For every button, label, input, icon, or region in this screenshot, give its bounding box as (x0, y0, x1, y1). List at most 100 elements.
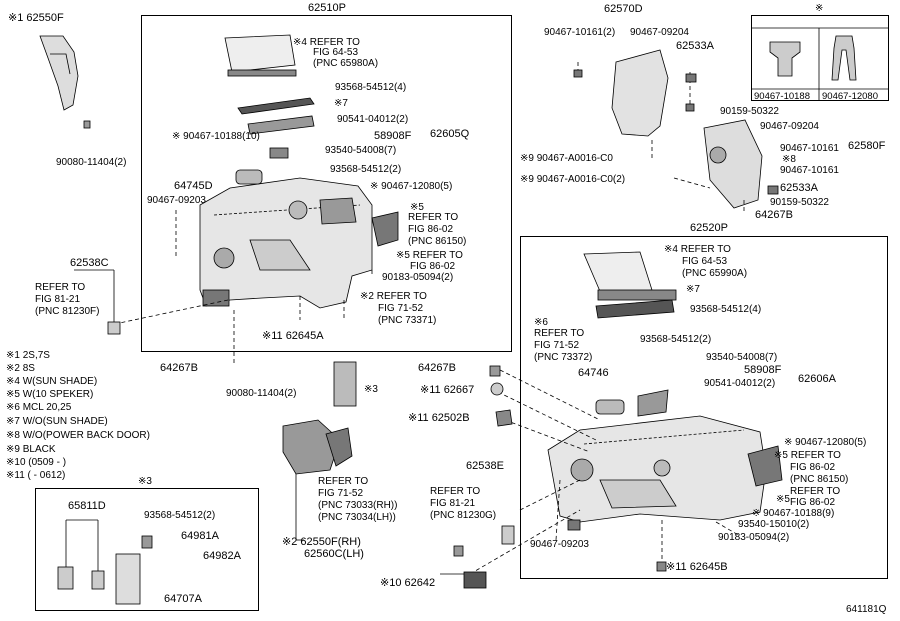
part-64707A: 64707A (164, 593, 202, 605)
part-62645A: ※11 62645A (262, 330, 324, 342)
part-62606A: 62606A (798, 373, 836, 385)
part-90467-12080-5b: ※ 90467-12080(5) (784, 437, 867, 448)
ref-7152-line3: (PNC 73371) (378, 315, 437, 326)
part-90080-11404-top: 90080-11404(2) (56, 157, 127, 168)
part-62538E: 62538E (466, 460, 504, 472)
legend-item: ※11 ( - 0612) (6, 470, 66, 481)
part-90183-05094-b: 90183-05094(2) (718, 532, 790, 543)
ref-7152b-line4: (PNC 73034(LH)) (318, 512, 396, 523)
legend-item: ※4 W(SUN SHADE) (6, 376, 98, 387)
lower-right-assembly-frame (520, 236, 888, 579)
ref-7152b-line3: (PNC 73033(RH)) (318, 500, 398, 511)
ref-6453b-line1: ※4 REFER TO (664, 244, 731, 255)
part-90467-10161-2: 90467-10161(2) (544, 27, 616, 38)
part-62560C-lh: 62560C(LH) (304, 548, 364, 560)
ref-8121-line2: FIG 81-21 (35, 294, 81, 305)
part-62538C: 62538C (70, 257, 109, 269)
part-62580F: 62580F (848, 140, 886, 152)
ref-8121b-line3: (PNC 81230G) (430, 510, 497, 521)
part-64267B-a: 64267B (160, 362, 198, 374)
part-62533A-b: 62533A (780, 182, 818, 194)
part-93568-54512-2a: 93568-54512(2) (330, 164, 402, 175)
group-title-62520P: 62520P (690, 222, 728, 234)
part-93540-54008-b: 93540-54008(7) (706, 352, 778, 363)
part-64982A: 64982A (203, 550, 241, 562)
ref-8602-line4: ※5 REFER TO (396, 250, 463, 261)
ref-8602-line3: (PNC 86150) (408, 236, 467, 247)
part-64746: 64746 (578, 367, 609, 379)
part-90541-04012-b: 90541-04012(2) (704, 378, 776, 389)
ref-7152-line1: ※2 REFER TO (360, 291, 427, 302)
part-65811D: 65811D (68, 500, 106, 512)
ref-7152c-marker: ※6 (534, 317, 548, 328)
ref-8121b-line2: FIG 81-21 (430, 498, 476, 509)
ref-7152c-line2: FIG 71-52 (534, 340, 580, 351)
ref-8602b-line5: FIG 86-02 (790, 497, 836, 508)
part-62502B: ※11 62502B (408, 412, 470, 424)
part-62605Q: 62605Q (430, 128, 470, 140)
ref-7152c-line1: REFER TO (534, 328, 585, 339)
legend-item: ※7 W/O(SUN SHADE) (6, 416, 108, 427)
ref-8602b-line2: FIG 86-02 (790, 462, 836, 473)
part-58908F: 58908F (374, 130, 412, 142)
note-7-right: ※7 (686, 284, 700, 295)
part-62642: ※10 62642 (380, 577, 436, 589)
group-title-62570D: 62570D (604, 3, 643, 15)
ref-8602-marker: ※5 (410, 202, 424, 213)
ref-8121-line3: (PNC 81230F) (35, 306, 100, 317)
part-93540-54008: 93540-54008(7) (325, 145, 397, 156)
note-7-left: ※7 (334, 98, 348, 109)
part-93568-54512-4b: 93568-54512(4) (690, 304, 762, 315)
ref-8602b-line3: (PNC 86150) (790, 474, 849, 485)
ref-7152b-line2: FIG 71-52 (318, 488, 364, 499)
ref-6453b-line3: (PNC 65990A) (682, 268, 748, 279)
ref-8121-line1: REFER TO (35, 282, 86, 293)
part-64745D: 64745D (174, 180, 213, 192)
legend-item: ※9 BLACK (6, 444, 56, 455)
part-90183-05094-a: 90183-05094(2) (382, 272, 454, 283)
kit-inset-marker: ※3 (138, 476, 152, 487)
inset-part-90467-12080: 90467-12080 (822, 91, 878, 102)
part-90467-09204-b: 90467-09204 (760, 121, 819, 132)
part-90467-09203-a: 90467-09203 (147, 195, 206, 206)
ref-8121b-line1: REFER TO (430, 486, 481, 497)
legend-item: ※5 W(10 SPEKER) (6, 389, 94, 400)
part-93568-54512-2c: 93568-54512(2) (640, 334, 712, 345)
part-90159-50322-a: 90159-50322 (720, 106, 779, 117)
part-90541-04012: 90541-04012(2) (337, 114, 409, 125)
note-8: ※8 (782, 154, 796, 165)
page-identifier: 641181Q (846, 604, 887, 615)
ref-7152b-line1: REFER TO (318, 476, 369, 487)
part-62645B: ※11 62645B (666, 561, 728, 573)
ref-6453-line2: FIG 64-53 (313, 47, 359, 58)
legend-item: ※1 2S,7S (6, 350, 50, 361)
ref-8602-line2: FIG 86-02 (408, 224, 454, 235)
part-90467-10188-9: ※ 90467-10188(9) (752, 508, 835, 519)
legend-item: ※10 (0509 - ) (6, 457, 67, 468)
part-90080-11404-mid: 90080-11404(2) (226, 388, 297, 399)
inset-part-90467-10188: 90467-10188 (754, 91, 810, 102)
note-3: ※3 (364, 384, 378, 395)
part-62667: ※11 62667 (420, 384, 475, 396)
ref-8602-line1: REFER TO (408, 212, 459, 223)
part-90467-10188-10: ※ 90467-10188(10) (172, 131, 260, 142)
part-93540-15010: 93540-15010(2) (738, 519, 810, 530)
part-58908F-b: 58908F (744, 364, 782, 376)
part-62550F: ※1 62550F (8, 12, 64, 24)
legend-item: ※6 MCL 20,25 (6, 402, 72, 413)
part-64267B-b: 64267B (755, 209, 793, 221)
ref-6453b-line2: FIG 64-53 (682, 256, 728, 267)
part-90467-10161-b: 90467-10161 (780, 143, 839, 154)
ref-8602b-line1: ※5 REFER TO (774, 450, 841, 461)
legend-item: ※2 8S (6, 363, 35, 374)
ref-6453-line1: ※4 REFER TO (293, 37, 360, 48)
left-assembly-frame (141, 15, 512, 352)
legend-item: ※8 W/O(POWER BACK DOOR) (6, 430, 150, 441)
part-64981A: 64981A (181, 530, 219, 542)
clip-inset-frame (751, 15, 889, 101)
part-62550F-rh: ※2 62550F(RH) (282, 536, 361, 548)
part-90467-a0016-c0: ※9 90467-A0016-C0 (520, 153, 613, 164)
part-90467-a0016-c0-2: ※9 90467-A0016-C0(2) (520, 174, 626, 185)
part-90159-50322-b: 90159-50322 (770, 197, 829, 208)
